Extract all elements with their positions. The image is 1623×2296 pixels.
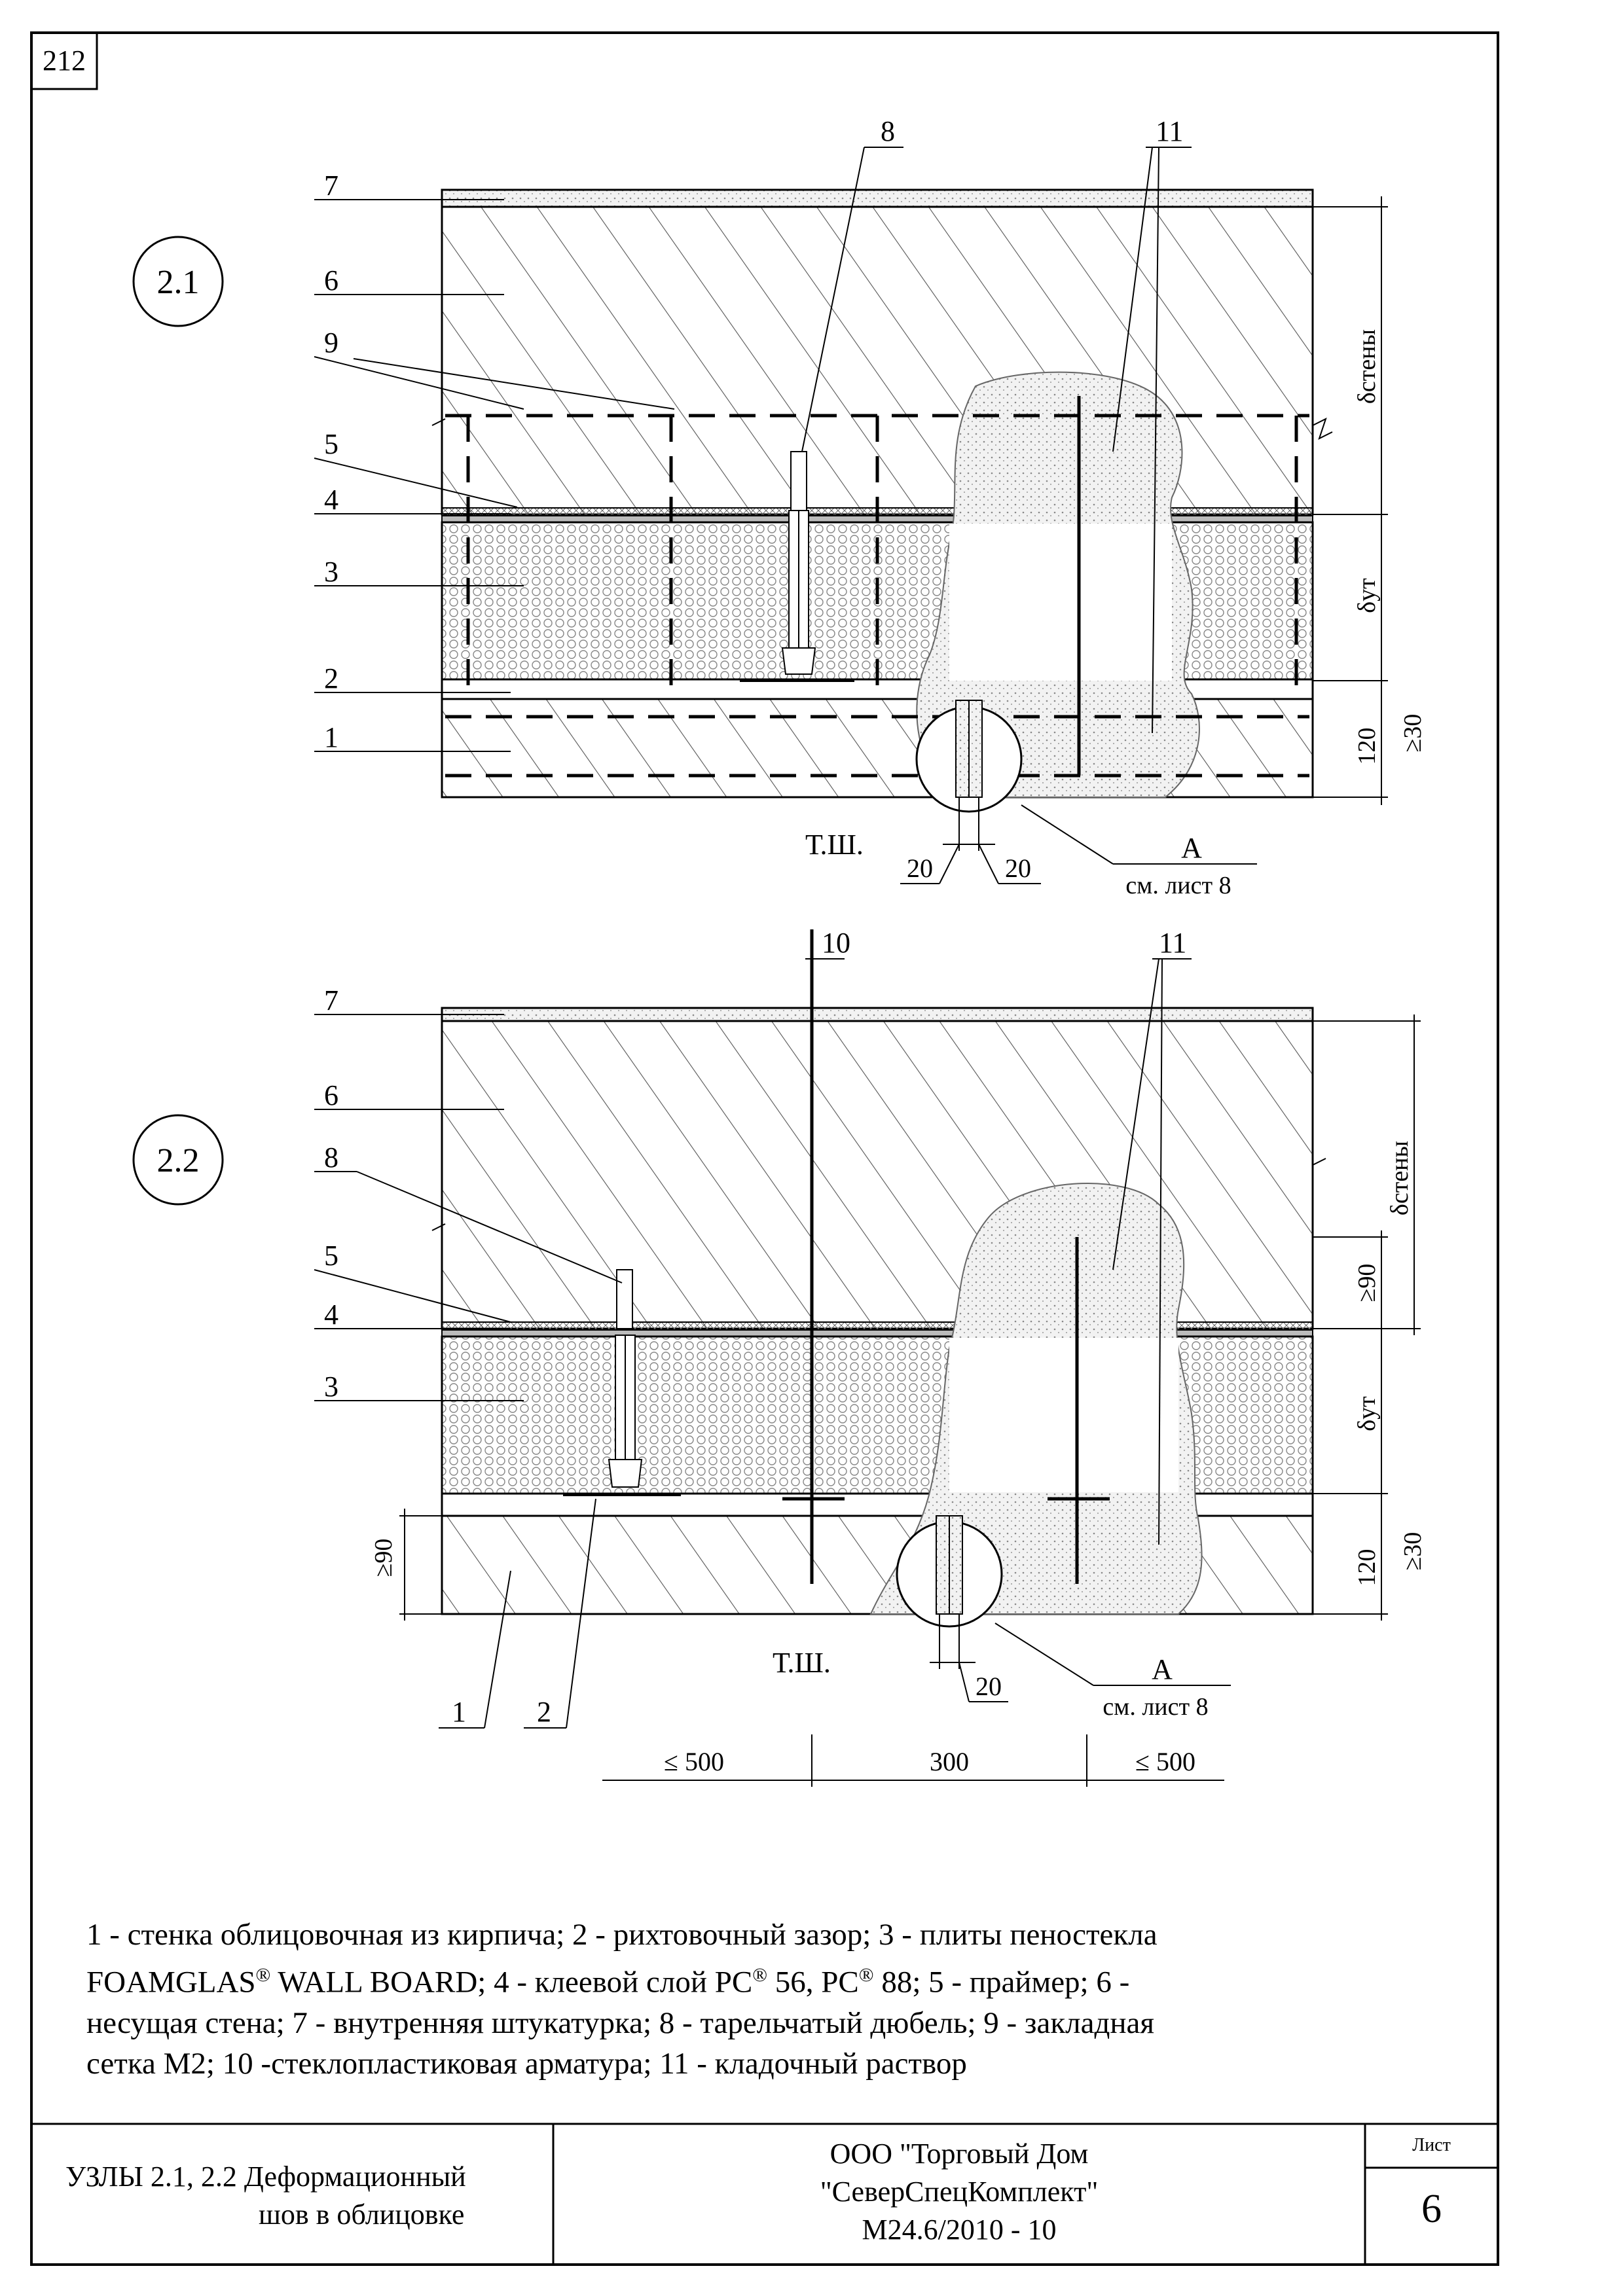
right-dimensions	[399, 1014, 1421, 1621]
label-5: 5	[324, 1240, 338, 1272]
legend-line-1: 1 - стенка облицовочная из кирпича; 2 - …	[86, 1918, 1158, 1952]
org-line-1: ООО "Торговый Дом	[830, 2138, 1089, 2170]
sheet-label: Лист	[1412, 2135, 1451, 2155]
label-1: 1	[452, 1696, 466, 1728]
right-dimensions	[1313, 196, 1388, 805]
label-8: 8	[881, 115, 895, 147]
page-number-box	[30, 31, 98, 90]
detail-id-circle	[132, 236, 224, 327]
spacing-left: ≤ 500	[664, 1747, 724, 1776]
plaster-layer	[441, 188, 1314, 208]
gap-left: 20	[907, 853, 933, 883]
brick-dim: 120	[1353, 728, 1381, 765]
label-2: 2	[537, 1696, 551, 1728]
insulation-thickness-dim: δут	[1353, 1396, 1381, 1431]
callout-a: А	[1181, 832, 1202, 864]
gap: 20	[976, 1672, 1002, 1701]
spacing-right: ≤ 500	[1135, 1747, 1195, 1776]
doc-code: М24.6/2010 - 10	[862, 2214, 1057, 2246]
legend: 1 - стенка облицовочная из кирпича; 2 - …	[86, 1914, 1429, 2084]
joint-label: Т.Ш.	[805, 829, 864, 861]
organization: ООО "Торговый Дом "СеверСпецКомплект" М2…	[556, 2135, 1362, 2249]
legend-line-2: FOAMGLAS® WALL BOARD; 4 - клеевой слой P…	[86, 1964, 1130, 2000]
embedded-mesh	[445, 414, 1309, 778]
callout-ref: см. лист 8	[1125, 872, 1231, 899]
org-line-2: "СеверСпецКомплект"	[820, 2176, 1099, 2208]
gfrp-rebar	[782, 929, 1110, 1584]
plate-dowel	[563, 1269, 681, 1496]
left-embed-dim: ≥90	[370, 1539, 397, 1577]
gap-right: 20	[1005, 853, 1031, 883]
label-3: 3	[324, 556, 338, 588]
label-6: 6	[324, 264, 338, 296]
embed-dim: ≥30	[1399, 714, 1427, 753]
label-8: 8	[324, 1141, 338, 1174]
spacing-dimension	[602, 1734, 1224, 1787]
detail-2-1: δстены δут 120 ≥30 2.1 7 6 9 5	[132, 115, 1427, 899]
label-5: 5	[324, 428, 338, 460]
wall-thickness-dim: δстены	[1386, 1141, 1413, 1215]
label-4: 4	[324, 1299, 338, 1331]
detail-id: 2.1	[157, 264, 200, 301]
sheet-frame	[30, 31, 1499, 2266]
insulation-thickness-dim: δут	[1353, 578, 1381, 613]
title-line-2: шов в облицовке	[259, 2198, 465, 2231]
label-6: 6	[324, 1079, 338, 1111]
wall-thickness-dim: δстены	[1353, 329, 1381, 404]
label-7: 7	[324, 984, 338, 1016]
brick-dim: 120	[1353, 1549, 1381, 1587]
label-7: 7	[324, 170, 338, 202]
label-1: 1	[324, 721, 338, 753]
title-line-1: УЗЛЫ 2.1, 2.2 Деформационный	[65, 2161, 466, 2193]
joint-label: Т.Ш.	[773, 1647, 831, 1679]
detail-id-circle	[132, 1114, 224, 1206]
plaster-layer	[441, 1007, 1314, 1022]
leader-lines	[314, 958, 1192, 1729]
spacing-mid: 300	[930, 1747, 969, 1776]
label-4: 4	[324, 484, 338, 516]
label-9: 9	[324, 327, 338, 359]
label-10: 10	[822, 927, 850, 959]
leader-lines	[314, 147, 1192, 752]
label-11: 11	[1159, 927, 1186, 959]
page-number: 212	[43, 45, 86, 77]
callout-ref: см. лист 8	[1103, 1693, 1208, 1721]
detail-id: 2.2	[157, 1142, 200, 1179]
sheet-number: 6	[1421, 2187, 1442, 2231]
label-3: 3	[324, 1371, 338, 1403]
legend-line-4: сетка М2; 10 -стеклопластиковая арматура…	[86, 2046, 967, 2081]
primer-layer	[441, 1321, 1313, 1331]
plate-dowel	[740, 451, 854, 682]
title-block-frame	[31, 2123, 1498, 2265]
label-11: 11	[1156, 115, 1183, 147]
label-2: 2	[324, 662, 338, 694]
embed-dim: ≥30	[1399, 1532, 1427, 1571]
wall-embed-dim: ≥90	[1353, 1264, 1381, 1302]
callout-a: А	[1152, 1653, 1173, 1685]
legend-line-3: несущая стена; 7 - внутренняя штукатурка…	[86, 2005, 1155, 2040]
detail-2-2: δстены ≥90 δут 120 ≥30 ≥90 2.2 7 6	[132, 927, 1427, 1787]
